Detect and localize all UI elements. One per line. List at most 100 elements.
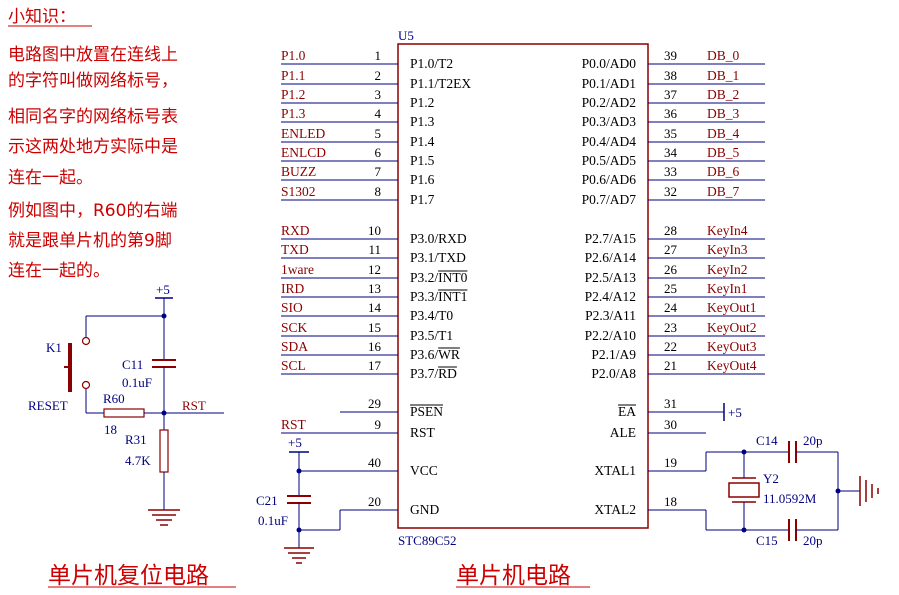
net-label: P1.2 [281,87,305,102]
pin-number: 40 [368,455,381,470]
pin-function-label: ALE [610,425,636,440]
pin-function-label: P2.2/A10 [585,328,637,343]
pin-number: 25 [664,281,677,296]
c15-label: C15 [756,533,778,548]
pin-number: 4 [375,106,382,121]
net-label: KeyOut3 [707,339,757,354]
ground-symbol [148,509,180,526]
pin-function-label: P0.0/AD0 [582,56,637,71]
pin-function-label: P1.0/T2 [410,56,453,71]
pin-number: 21 [664,358,677,373]
net-label: ENLCD [281,145,326,160]
mcu-chip-body [397,43,649,529]
pin-function-label: P0.6/AD6 [582,172,637,187]
pin-function-label: P2.0/A8 [591,366,636,381]
pin-function-label: P2.1/A9 [591,347,636,362]
pin-number: 19 [664,455,677,470]
pin-function-label: P3.3/INT1 [410,289,467,304]
pin-number: 30 [664,417,677,432]
net-label: RST [281,417,307,432]
pin-function-label: P1.6 [410,172,435,187]
note-line: 连在一起的。 [8,261,110,281]
net-label: SDA [281,339,308,354]
note-line: 连在一起。 [8,168,93,188]
pin-function-label: P3.7/RD [410,366,457,381]
pin-number: 8 [375,184,382,199]
chip-pins: 1P1.0P1.0/T22P1.1P1.1/T2EX3P1.2P1.24P1.3… [281,48,765,517]
pin-number: 24 [664,300,678,315]
net-label: IRD [281,281,305,296]
pin-number: 32 [664,184,677,199]
r31-resistor [159,429,169,473]
pin-number: 16 [368,339,382,354]
chip-part: STC89C52 [398,533,457,548]
net-label: SCL [281,358,306,373]
ground-symbol [284,547,314,564]
net-label: KeyOut2 [707,320,757,335]
r31-label: R31 [125,432,147,447]
pin-number: 26 [664,262,678,277]
pin-function-label: P0.2/AD2 [582,95,636,110]
net-label: DB_7 [707,184,740,199]
pin-number: 17 [368,358,382,373]
pin-function-label: P1.1/T2EX [410,76,471,91]
note-line: 就是跟单片机的第9脚 [8,231,172,251]
pin-function-label: P1.4 [410,134,435,149]
pin-function-label: P0.7/AD7 [582,192,637,207]
pin-function-label: P0.1/AD1 [582,76,636,91]
net-label: TXD [281,242,309,257]
net-label: DB_3 [707,106,740,121]
switch-contact [81,336,91,346]
note-line: 相同名字的网络标号表 [8,107,178,127]
pin-number: 38 [664,68,677,83]
vplus-label: +5 [728,405,742,420]
mcu-circuit-caption: 单片机电路 [456,563,571,589]
pin-number: 31 [664,396,677,411]
pin-function-label: P3.6/WR [410,347,460,362]
pin-number: 10 [368,223,381,238]
net-label: KeyIn3 [707,242,748,257]
knowledge-note: 小知识： 电路图中放置在连线上 的字符叫做网络标号， 相同名字的网络标号表 示这… [8,7,178,281]
pin-number: 6 [375,145,382,160]
pin-function-label: RST [410,425,436,440]
pin-function-label: P3.4/T0 [410,308,453,323]
net-label: DB_6 [707,164,740,179]
net-label: BUZZ [281,164,316,179]
pin-number: 18 [664,494,677,509]
pin-number: 35 [664,126,677,141]
pin-function-label: P0.3/AD3 [582,114,637,129]
pin-function-label: EA [618,404,636,419]
chip-ref: U5 [398,28,414,43]
c21-value: 0.1uF [258,513,288,528]
pin-number: 15 [368,320,381,335]
pin-number: 2 [375,68,382,83]
pin-function-label: P2.5/A13 [585,270,637,285]
pin-function-label: XTAL2 [594,502,636,517]
pin-number: 36 [664,106,678,121]
vplus-label: +5 [288,435,302,450]
c14-value: 20p [803,433,823,448]
pin-number: 39 [664,48,677,63]
pin-function-label: P2.3/A11 [585,308,636,323]
net-label: 1ware [281,262,314,277]
power-decoupling: +5 C21 0.1uF [256,435,341,564]
c15-value: 20p [803,533,823,548]
net-label: S1302 [281,184,316,199]
c11-label: C11 [122,357,143,372]
pin-function-label: P1.7 [410,192,435,207]
pin-function-label: P1.2 [410,95,434,110]
ea-pullup: +5 [706,403,742,421]
pin-function-label: GND [410,502,439,517]
pin-number: 20 [368,494,381,509]
net-label: ENLED [281,126,325,141]
rst-net-label: RST [182,398,206,413]
net-label: DB_2 [707,87,739,102]
pin-number: 9 [375,417,382,432]
pin-number: 7 [375,164,382,179]
c11-value: 0.1uF [122,375,152,390]
note-line: 例如图中，R60的右端 [8,201,177,221]
pin-number: 13 [368,281,381,296]
pin-function-label: P1.3 [410,114,435,129]
crystal-y2 [728,482,760,498]
